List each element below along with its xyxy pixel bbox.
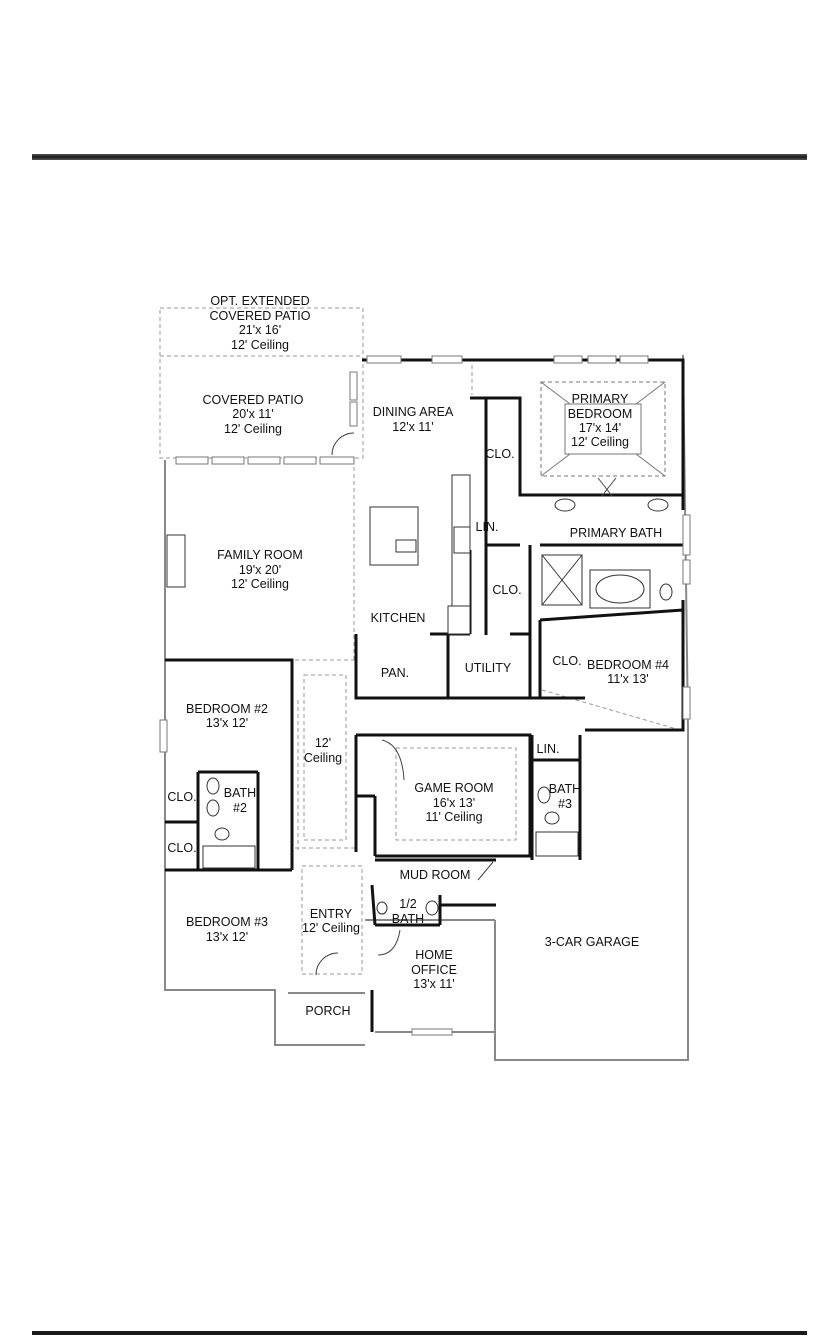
sink-icon bbox=[554, 498, 576, 512]
utility-closet-label: CLO. bbox=[492, 583, 521, 597]
family-room-label: FAMILY ROOM bbox=[217, 548, 303, 562]
dining-label: DINING AREA bbox=[373, 405, 454, 419]
covered-patio-ceiling: 12' Ceiling bbox=[224, 422, 282, 436]
utility-label: UTILITY bbox=[465, 661, 512, 675]
primary-bedroom-dim: 17'x 14' bbox=[579, 421, 621, 435]
half-bath-label-1: 1/2 bbox=[399, 897, 416, 911]
linen2-label: LIN. bbox=[537, 742, 560, 756]
sink-icon bbox=[206, 777, 220, 795]
family-room-dim: 19'x 20' bbox=[239, 563, 281, 577]
fireplace-icon bbox=[166, 534, 186, 588]
opt-patio-label-1: OPT. EXTENDED bbox=[210, 294, 309, 308]
covered-patio-dim: 20'x 11' bbox=[232, 407, 273, 421]
game-room-label: GAME ROOM bbox=[414, 781, 493, 795]
linen-label: LIN. bbox=[476, 520, 499, 534]
bed4-closet-label: CLO. bbox=[552, 654, 581, 668]
footer-rule bbox=[32, 1331, 807, 1335]
bedroom2-label: BEDROOM #2 bbox=[186, 702, 268, 716]
doors bbox=[315, 432, 617, 976]
toilet-icon bbox=[544, 811, 560, 825]
entry-ceiling: 12' Ceiling bbox=[302, 921, 360, 935]
primary-closet-label: CLO. bbox=[485, 447, 514, 461]
sink-icon bbox=[647, 498, 669, 512]
office-label-1: HOME bbox=[415, 948, 453, 962]
primary-bath-label: PRIMARY BATH bbox=[570, 526, 662, 540]
opt-patio-label-2: COVERED PATIO bbox=[210, 309, 311, 323]
covered-patio-label: COVERED PATIO bbox=[203, 393, 304, 407]
toilet-icon bbox=[214, 827, 230, 841]
bedroom4-label: BEDROOM #4 bbox=[587, 658, 669, 672]
kitchen-island bbox=[369, 506, 419, 566]
tub-icon bbox=[535, 831, 579, 857]
primary-bedroom-label-1: PRIMARY bbox=[572, 392, 629, 406]
windows bbox=[159, 355, 691, 1036]
fridge-icon bbox=[447, 605, 471, 635]
cooktop-icon bbox=[453, 526, 471, 554]
bath3-label-1: BATH bbox=[549, 782, 581, 796]
bath2-label-2: #2 bbox=[233, 801, 247, 815]
kitchen-label: KITCHEN bbox=[371, 611, 426, 625]
bedroom2-dim: 13'x 12' bbox=[206, 716, 248, 730]
bedroom3-dim: 13'x 12' bbox=[206, 930, 248, 944]
dining-dim: 12'x 11' bbox=[392, 420, 433, 434]
game-room-dim: 16'x 13' bbox=[433, 796, 475, 810]
room-labels: OPT. EXTENDED COVERED PATIO 21'x 16' 12'… bbox=[167, 294, 669, 1018]
bedroom4-dim: 11'x 13' bbox=[607, 672, 648, 686]
pantry-label: PAN. bbox=[381, 666, 409, 680]
header-rule bbox=[32, 154, 807, 160]
toilet-icon bbox=[659, 583, 673, 601]
bath3-label-2: #3 bbox=[558, 797, 572, 811]
bedroom3-label: BEDROOM #3 bbox=[186, 915, 268, 929]
walls bbox=[165, 358, 685, 1032]
primary-bedroom-label-2: BEDROOM bbox=[568, 407, 633, 421]
tray-ceiling bbox=[540, 381, 666, 477]
office-dim: 13'x 11' bbox=[413, 977, 454, 991]
sink-icon bbox=[395, 539, 417, 553]
porch-label: PORCH bbox=[305, 1004, 350, 1018]
sink-icon bbox=[537, 786, 551, 804]
fixtures bbox=[166, 474, 673, 916]
sink-icon bbox=[425, 900, 439, 916]
family-room-ceiling: 12' Ceiling bbox=[231, 577, 289, 591]
hall-ceiling-label-2: Ceiling bbox=[304, 751, 342, 765]
bed2-closet-label: CLO. bbox=[167, 790, 196, 804]
garage-label: 3-CAR GARAGE bbox=[545, 935, 639, 949]
bed3-closet-label: CLO. bbox=[167, 841, 196, 855]
tub-icon bbox=[202, 845, 256, 869]
office-label-2: OFFICE bbox=[411, 963, 457, 977]
mud-room-label: MUD ROOM bbox=[400, 868, 471, 882]
toilet-icon bbox=[376, 901, 388, 915]
hall-ceiling-label-1: 12' bbox=[315, 736, 331, 750]
entry-label: ENTRY bbox=[310, 907, 353, 921]
optional-outlines bbox=[159, 307, 681, 975]
opt-patio-ceiling: 12' Ceiling bbox=[231, 338, 289, 352]
primary-bedroom-ceiling: 12' Ceiling bbox=[571, 435, 629, 449]
opt-patio-dim: 21'x 16' bbox=[239, 323, 281, 337]
sink-icon bbox=[206, 799, 220, 817]
half-bath-label-2: BATH bbox=[392, 912, 424, 926]
bath2-label-1: BATH bbox=[224, 786, 256, 800]
game-room-ceiling: 11' Ceiling bbox=[425, 810, 482, 824]
